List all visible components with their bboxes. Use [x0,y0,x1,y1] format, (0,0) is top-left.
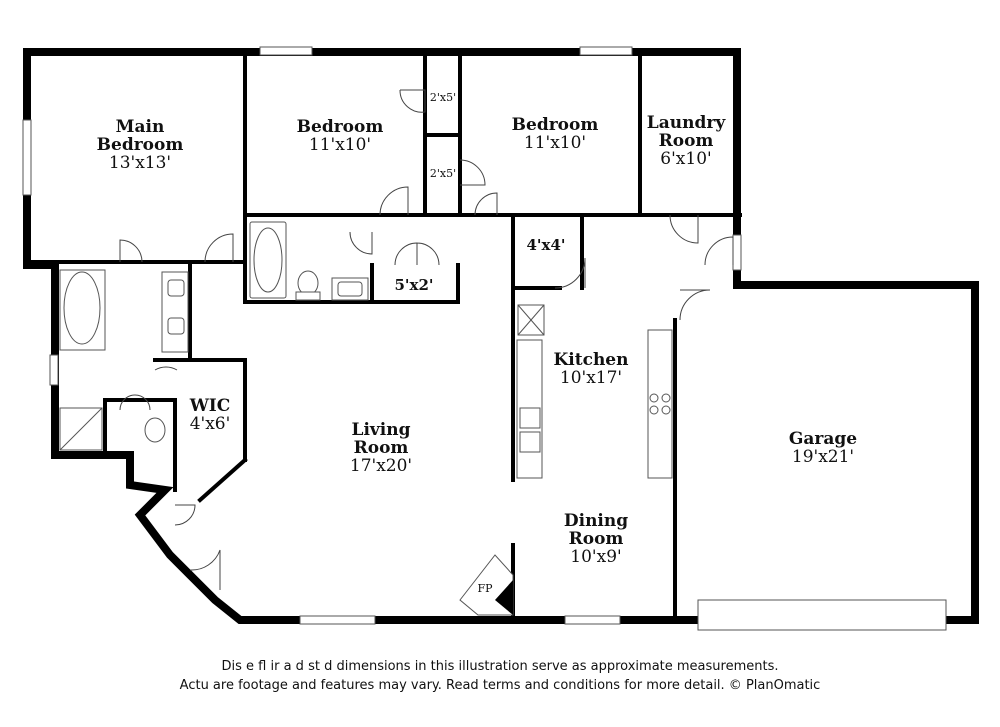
garage-label: Garage 19'x21' [788,429,858,467]
bedroom-2-label: Bedroom 11'x10' [511,115,599,153]
disclaimer-line-1: Dis e fl ir a d st d dimensions in this … [221,659,779,674]
dining-room-label: Dining Room 10'x9' [563,511,629,567]
kitchen-label: Kitchen 10'x17' [553,350,629,388]
fixtures [59,221,673,616]
fireplace-label: FP [477,582,493,595]
living-room-label: Living Room 17'x20' [349,420,413,476]
windows [22,46,947,631]
interior-walls [25,50,742,622]
closet-c-label: 4'x4' [526,236,566,254]
closet-a-label: 2'x5' [429,91,457,104]
closet-d-label: 5'x2' [394,276,434,294]
disclaimer-line-2: Actu are footage and features may vary. … [179,678,821,693]
main-bedroom-label: Main Bedroom 13'x13' [96,117,184,173]
laundry-room-label: Laundry Room 6'x10' [646,113,726,169]
wic-label: WIC 4'x6' [189,396,231,434]
door-swings [119,89,734,590]
bedroom-1-label: Bedroom 11'x10' [296,117,384,155]
disclaimer-text: Dis e fl ir a d st d dimensions in this … [0,657,1000,695]
closet-b-label: 2'x5' [429,167,457,180]
